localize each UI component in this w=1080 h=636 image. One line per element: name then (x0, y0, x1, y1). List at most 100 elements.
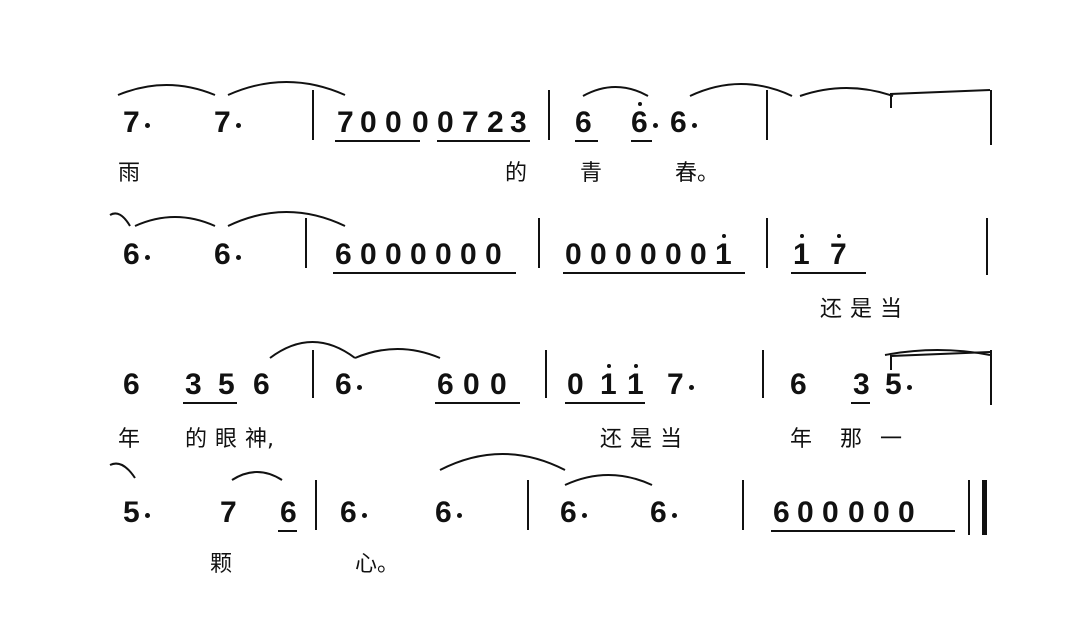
note-digit: 6 (773, 496, 790, 529)
beam-underline (278, 530, 297, 532)
note-digit: 0 (615, 238, 632, 271)
slur-arc (354, 348, 441, 359)
note-digit: 6 (340, 496, 357, 529)
lyric-char: 是 (630, 427, 653, 452)
beam-underline (771, 530, 955, 532)
barline (527, 480, 529, 530)
note-digit: 0 (565, 238, 582, 271)
lyric-char: 年 (790, 427, 813, 452)
note-digit: 7 (337, 106, 354, 139)
tie-bracket (890, 89, 991, 108)
note-digit: 0 (437, 106, 454, 139)
lyric-char: 的 (505, 161, 528, 186)
note-digit: 0 (665, 238, 682, 271)
beam-underline (183, 402, 237, 404)
slur-arc (269, 341, 356, 359)
lyric-char: 颗 (210, 552, 233, 577)
octave-dot (800, 234, 804, 238)
octave-dot (634, 364, 638, 368)
note-digit: 0 (360, 106, 377, 139)
note-digit: 7 (214, 106, 231, 139)
beam-underline (437, 140, 530, 142)
note-digit: 1 (793, 238, 810, 271)
note-digit: 6 (437, 368, 454, 401)
barline (986, 218, 988, 275)
augmentation-dot (236, 123, 241, 128)
slur-arc (231, 471, 283, 481)
note-digit: 0 (412, 106, 429, 139)
barline (312, 350, 314, 398)
barline (990, 90, 992, 145)
augmentation-dot (672, 513, 677, 518)
note-digit: 5 (218, 368, 235, 401)
note-digit: 0 (485, 238, 502, 271)
note-digit: 0 (463, 368, 480, 401)
barline (990, 350, 992, 405)
lyric-char: 当 (880, 297, 903, 322)
beam-underline (565, 402, 645, 404)
note-digit: 6 (335, 368, 352, 401)
barline (766, 90, 768, 140)
note-digit: 6 (560, 496, 577, 529)
note-digit: 1 (715, 238, 732, 271)
note-digit: 6 (335, 238, 352, 271)
slur-arc (109, 462, 136, 479)
note-digit: 0 (435, 238, 452, 271)
note-digit: 0 (873, 496, 890, 529)
note-digit: 2 (487, 106, 504, 139)
note-digit: 6 (631, 106, 648, 139)
note-digit: 3 (853, 368, 870, 401)
slur-arc (799, 87, 894, 97)
augmentation-dot (357, 385, 362, 390)
slur-arc (582, 86, 649, 97)
octave-dot (638, 102, 642, 106)
octave-dot (722, 234, 726, 238)
note-digit: 0 (848, 496, 865, 529)
note-digit: 6 (253, 368, 270, 401)
note-digit: 1 (600, 368, 617, 401)
lyric-char: 年 (118, 427, 141, 452)
slur-arc (109, 212, 131, 227)
barline (548, 90, 550, 140)
augmentation-dot (236, 255, 241, 260)
lyric-char: 当 (660, 427, 683, 452)
note-digit: 0 (360, 238, 377, 271)
note-digit: 0 (385, 238, 402, 271)
barline (312, 90, 314, 140)
slur-arc (117, 84, 216, 96)
augmentation-dot (362, 513, 367, 518)
note-digit: 0 (898, 496, 915, 529)
beam-underline (335, 140, 420, 142)
lyric-char: 一 (880, 427, 903, 452)
barline (538, 218, 540, 268)
barline (545, 350, 547, 398)
note-digit: 0 (822, 496, 839, 529)
note-digit: 6 (575, 106, 592, 139)
lyric-char: 的 (185, 427, 208, 452)
beam-underline (333, 272, 516, 274)
note-digit: 1 (627, 368, 644, 401)
lyric-char: 还 (600, 427, 623, 452)
lyric-char: 是 (850, 297, 873, 322)
note-digit: 7 (220, 496, 237, 529)
lyric-char: 眼 (215, 427, 238, 452)
lyric-char: 神, (245, 427, 274, 452)
beam-underline (575, 140, 598, 142)
note-digit: 3 (510, 106, 527, 139)
note-digit: 0 (490, 368, 507, 401)
note-digit: 6 (214, 238, 231, 271)
beam-underline (563, 272, 745, 274)
slur-arc (689, 83, 793, 97)
note-digit: 7 (123, 106, 140, 139)
beam-underline (851, 402, 870, 404)
beam-underline (435, 402, 520, 404)
augmentation-dot (145, 123, 150, 128)
augmentation-dot (457, 513, 462, 518)
lyric-char: 还 (820, 297, 843, 322)
barline (315, 480, 317, 530)
note-digit: 0 (410, 238, 427, 271)
note-digit: 6 (280, 496, 297, 529)
barline (742, 480, 744, 530)
beam-underline (631, 140, 652, 142)
lyric-char: 心。 (355, 552, 400, 577)
